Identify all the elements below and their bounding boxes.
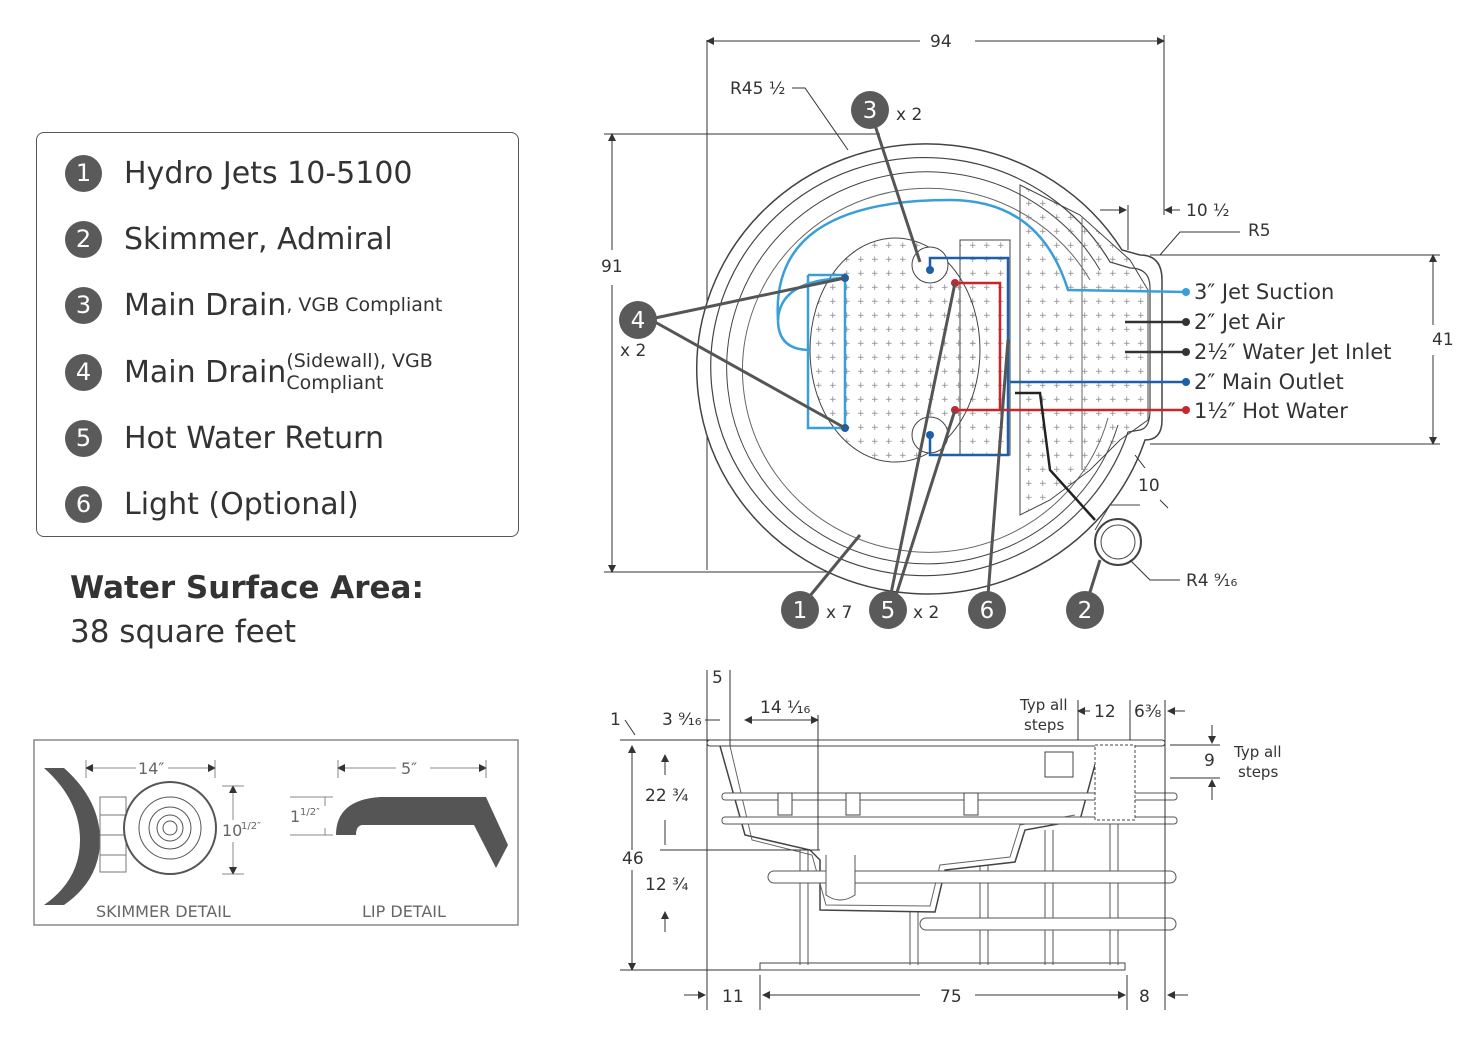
legend-sublabel: (Sidewall), VGB Compliant	[286, 350, 433, 394]
plan-width-dim: 94	[930, 32, 952, 52]
callout-light: 6	[968, 591, 1006, 629]
lip-detail-label: LIP DETAIL	[362, 902, 446, 921]
legend-item-light: 6 Light (Optional)	[65, 484, 359, 524]
plan-view: 94 91 R45 ½	[601, 32, 1454, 629]
callout-3-number: 3	[863, 98, 878, 124]
water-area-value: 38 square feet	[70, 614, 296, 650]
callout-5-number: 5	[881, 598, 896, 624]
legend-label: Skimmer, Admiral	[124, 221, 393, 257]
lip-width-label: 5″	[401, 759, 417, 778]
legend-label: Light (Optional)	[124, 486, 359, 522]
conn-jet-suction: 3″ Jet Suction	[1194, 280, 1334, 304]
typ-steps-right-1: Typ all	[1233, 743, 1282, 761]
skimmer-height-label: 10	[222, 821, 242, 840]
section-view: 46 22 ¾ 12 ¾ 1 3 ⁹⁄₁₆ 5 14 ¹⁄₁₆ 11 75 8 …	[610, 668, 1282, 1010]
lip-shape	[336, 797, 508, 868]
skimmer-width-dim: 6⅜	[1134, 702, 1161, 722]
legend-item-skimmer: 2 Skimmer, Admiral	[65, 219, 393, 259]
skimmer-detail-label: SKIMMER DETAIL	[96, 902, 231, 921]
offset-dim: 10 ½	[1186, 201, 1230, 221]
skimmer-body	[1094, 518, 1142, 566]
legend-number-5: 5	[65, 419, 102, 457]
wall-offset-dim: 3 ⁹⁄₁₆	[662, 710, 702, 730]
callout-3-mult: x 2	[896, 105, 922, 125]
lip-height-label: 1	[290, 807, 300, 826]
skimmer-height-fraction: 1/2″	[241, 821, 261, 832]
plan-height-dim: 91	[601, 257, 623, 277]
legend-sublabel: , VGB Compliant	[286, 294, 443, 316]
legend-item-sidewall-drain: 4 Main Drain (Sidewall), VGB Compliant	[65, 350, 518, 394]
callout-hot-water: 5 x 2	[869, 591, 939, 629]
typ-steps-label-1: Typ all	[1019, 696, 1068, 714]
callout-2-number: 2	[1078, 598, 1093, 624]
conn-main-outlet: 2″ Main Outlet	[1194, 370, 1344, 394]
skimmer-width-label: 14″	[138, 759, 164, 778]
step-width-dim: 12	[1094, 702, 1116, 722]
callout-1-mult: x 7	[826, 603, 852, 623]
skimmer-circle	[123, 781, 217, 875]
side-dim: 41	[1432, 330, 1454, 350]
water-area-title: Water Surface Area:	[70, 570, 424, 606]
legend-label: Hydro Jets 10-5100	[124, 155, 413, 191]
detail-panel: 14″ 10 1/2″ SKIMMER DETAIL 5″ 1 1/2″ LIP…	[33, 739, 519, 926]
legend-number-6: 6	[65, 485, 102, 523]
typ-steps-right-2: steps	[1238, 763, 1278, 781]
lip-height-fraction: 1/2″	[300, 807, 320, 818]
step1-depth-dim: 22 ¾	[645, 786, 689, 806]
callout-jets: 1 x 7	[781, 591, 852, 629]
step-height-dim: 9	[1204, 751, 1215, 771]
legend-label: Hot Water Return	[124, 420, 384, 456]
callout-sidewall-drain: 4 x 2	[619, 301, 657, 361]
legend-number-2: 2	[65, 220, 102, 258]
left-base-dim: 11	[722, 987, 744, 1007]
radius-corner-label: R5	[1248, 221, 1271, 241]
legend-label: Main Drain	[124, 287, 287, 323]
legend-number-4: 4	[65, 353, 102, 391]
callout-4-mult: x 2	[620, 341, 646, 361]
conn-hot-water: 1½″ Hot Water	[1194, 399, 1348, 423]
radius-main-label: R45 ½	[730, 79, 785, 99]
bench-width-dim: 14 ¹⁄₁₆	[760, 698, 811, 718]
callout-skimmer: 2	[1066, 591, 1104, 629]
legend-item-main-drain: 3 Main Drain, VGB Compliant	[65, 285, 442, 325]
callout-1-number: 1	[793, 598, 808, 624]
section-depth-dim: 46	[622, 849, 644, 869]
lip-thickness-dim: 1	[610, 710, 621, 730]
conn-water-jet-inlet: 2½″ Water Jet Inlet	[1194, 340, 1392, 364]
legend-item-hot-water-return: 5 Hot Water Return	[65, 418, 384, 458]
legend-label: Main Drain	[124, 354, 287, 390]
conn-jet-air: 2″ Jet Air	[1194, 310, 1285, 334]
legend-number-1: 1	[65, 154, 102, 192]
hot-water-pipe	[955, 281, 1002, 412]
typ-steps-label-2: steps	[1024, 716, 1064, 734]
callout-main-drain: 3 x 2	[851, 91, 922, 129]
legend-box: 1 Hydro Jets 10-5100 2 Skimmer, Admiral …	[36, 132, 519, 537]
skimmer-offset-dim: 10	[1138, 476, 1160, 496]
callout-6-number: 6	[980, 598, 995, 624]
right-base-dim: 8	[1139, 987, 1150, 1007]
skimmer-wall-shape	[44, 768, 100, 905]
legend-number-3: 3	[65, 286, 102, 324]
step2-depth-dim: 12 ¾	[645, 875, 689, 895]
radius-skimmer-label: R4 ⁹⁄₁₆	[1186, 571, 1238, 591]
base-length-dim: 75	[940, 987, 962, 1007]
legend-item-hydro-jets: 1 Hydro Jets 10-5100	[65, 153, 413, 193]
top-offset-dim: 5	[712, 668, 723, 688]
callout-5-mult: x 2	[913, 603, 939, 623]
callout-4-number: 4	[631, 308, 646, 334]
